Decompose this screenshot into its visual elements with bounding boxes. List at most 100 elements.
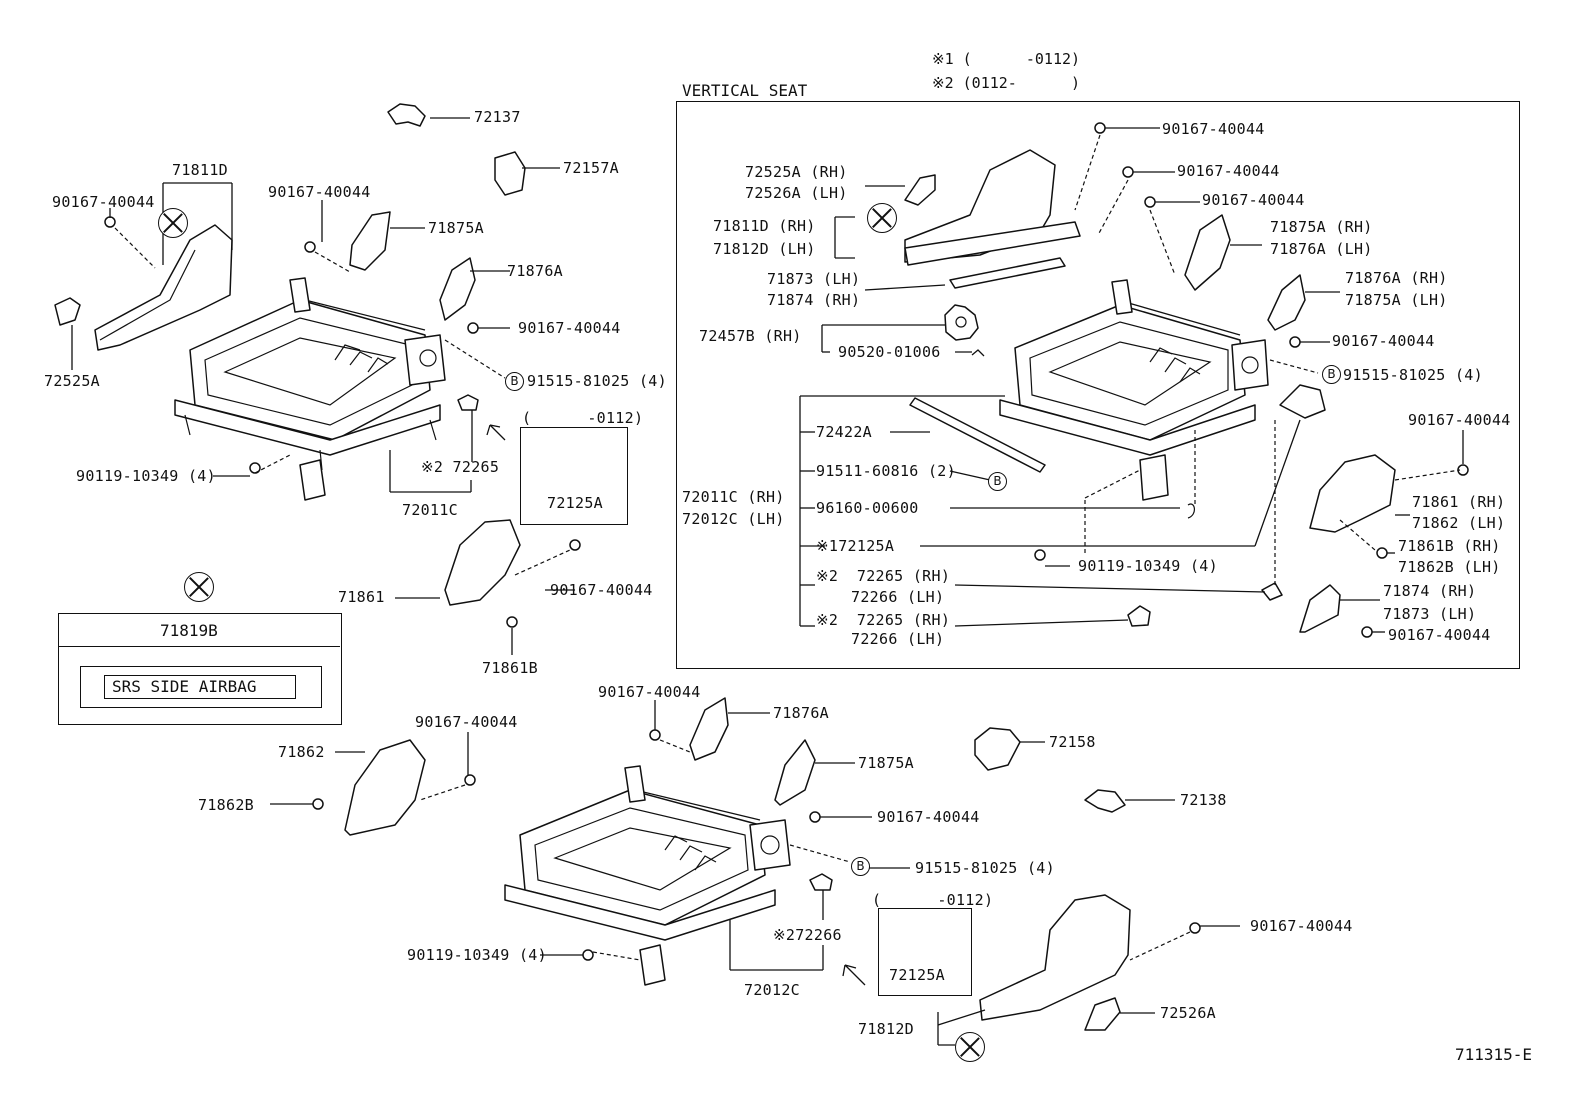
label-v-72265-b: ※2 72265 (RH) [816, 611, 951, 629]
label-v-90167-a: 90167-40044 [1162, 120, 1265, 138]
label-b-90167-a: 90167-40044 [598, 683, 701, 701]
bar-71873 [949, 257, 1066, 289]
seat-frame-left [174, 277, 446, 501]
bracket-72125A-vertical [1279, 384, 1326, 419]
cross-mark-icon [955, 1032, 985, 1062]
label-v-90119: 90119-10349 (4) [1078, 557, 1218, 575]
label-v-90167-b: 90167-40044 [1177, 162, 1280, 180]
label-b-72138: 72138 [1180, 791, 1227, 809]
label-v-72526A: 72526A (LH) [745, 184, 848, 202]
cross-mark-icon [867, 203, 897, 233]
label-v-72125A: ※172125A [816, 537, 895, 555]
label-v-90520: 90520-01006 [838, 343, 941, 361]
label-b-71862: 71862 [278, 743, 325, 761]
label-b-72266: ※272266 [773, 926, 842, 944]
cover-71875A-bottom [774, 739, 816, 806]
label-v-71862B: 71862B (LH) [1398, 558, 1501, 576]
knob-72526A-bottom [1084, 997, 1121, 1031]
shield-71811D [94, 224, 233, 351]
label-v-72266-b: 72266 (LH) [851, 630, 945, 648]
label-72157A: 72157A [563, 159, 619, 177]
cross-mark-icon [158, 208, 188, 238]
label-71861B: 71861B [482, 659, 538, 677]
label-v-71862: 71862 (LH) [1412, 514, 1506, 532]
label-v-71861B: 71861B (RH) [1398, 537, 1501, 555]
cover-71875A-vertical [1184, 214, 1231, 291]
label-71876A: 71876A [507, 262, 563, 280]
label-v-91511: 91511-60816 (2) [816, 462, 956, 480]
label-72137: 72137 [474, 108, 521, 126]
label-90167-d: 90167-40044 [550, 581, 653, 599]
label-v-90167-d: 90167-40044 [1332, 332, 1435, 350]
label-v-71861: 71861 (RH) [1412, 493, 1506, 511]
seat-frame-bottom [504, 765, 791, 986]
b-marker: B [988, 472, 1007, 491]
cover-71876A-vertical [1267, 274, 1306, 331]
sub-box-range-top: ( -0112) [522, 409, 644, 427]
label-71811D: 71811D [172, 161, 228, 179]
diagram-id: 711315-E [1455, 1045, 1533, 1064]
label-b-91515: 91515-81025 (4) [915, 859, 1055, 877]
shield-71862-bottom [344, 739, 426, 836]
label-91515-a: 91515-81025 (4) [527, 372, 667, 390]
knob-72525A [54, 297, 81, 326]
cross-mark-icon [184, 572, 214, 602]
label-v-72266-a: 72266 (LH) [851, 588, 945, 606]
knob-72525A-vertical [904, 174, 936, 206]
label-b-71875A: 71875A [858, 754, 914, 772]
label-v-90167-e: 90167-40044 [1408, 411, 1511, 429]
label-v-72457B: 72457B (RH) [699, 327, 802, 345]
sub-box-range-bottom: ( -0112) [872, 891, 994, 909]
bracket-72138 [1084, 789, 1126, 813]
b-marker: B [505, 372, 524, 391]
label-b-90119: 90119-10349 (4) [407, 946, 547, 964]
label-90167-b: 90167-40044 [268, 183, 371, 201]
airbag-text-inner [104, 675, 296, 699]
label-b-90167-d: 90167-40044 [1250, 917, 1353, 935]
label-v-71873: 71873 (LH) [767, 270, 861, 288]
link-72422A [909, 397, 1046, 473]
label-b-72012C: 72012C [744, 981, 800, 999]
label-v-71874-rh: 71874 (RH) [1383, 582, 1477, 600]
label-90167-c: 90167-40044 [518, 319, 621, 337]
label-b-90167-c: 90167-40044 [877, 808, 980, 826]
seat-frame-vertical [999, 279, 1269, 501]
cover-71876A-bottom [689, 697, 729, 761]
bracket-72137 [387, 103, 426, 127]
airbag-text: SRS SIDE AIRBAG [112, 677, 257, 696]
cover-71874-vertical [1299, 584, 1341, 633]
label-71875A: 71875A [428, 219, 484, 237]
vertical-seat-box [676, 101, 1520, 669]
label-b-71862B: 71862B [198, 796, 254, 814]
airbag-label-box [58, 613, 342, 725]
shield-71861 [444, 519, 521, 606]
label-b-71812D: 71812D [858, 1020, 914, 1038]
label-v-71876A-rh: 71876A (RH) [1345, 269, 1448, 287]
vertical-seat-title: VERTICAL SEAT [682, 81, 808, 100]
frame-71812D-bottom [979, 894, 1131, 1021]
label-v-72265-a: ※2 72265 (RH) [816, 567, 951, 585]
airbag-text-box [80, 666, 322, 708]
airbag-label-divider [58, 646, 340, 647]
label-v-72011C: 72011C (RH) [682, 488, 785, 506]
label-v-90167-c: 90167-40044 [1202, 191, 1305, 209]
label-v-71874: 71874 (RH) [767, 291, 861, 309]
label-v-91515: 91515-81025 (4) [1343, 366, 1483, 384]
label-v-72012C: 72012C (LH) [682, 510, 785, 528]
sub-box-bottom [878, 908, 972, 996]
label-v-71873-lh: 71873 (LH) [1383, 605, 1477, 623]
note-2: ※2 (0112- ) [932, 74, 1081, 92]
note-1: ※1 ( -0112) [932, 50, 1081, 68]
cover-72157A [494, 151, 526, 196]
label-v-90167-f: 90167-40044 [1388, 626, 1491, 644]
label-72525A: 72525A [44, 372, 100, 390]
cover-72158 [974, 727, 1021, 771]
label-v-72422A: 72422A [816, 423, 872, 441]
label-b-72158: 72158 [1049, 733, 1096, 751]
label-v-71811D: 71811D (RH) [713, 217, 816, 235]
label-72125A: 72125A [547, 494, 603, 512]
clip-72266 [809, 873, 833, 891]
label-90119-a: 90119-10349 (4) [76, 467, 216, 485]
